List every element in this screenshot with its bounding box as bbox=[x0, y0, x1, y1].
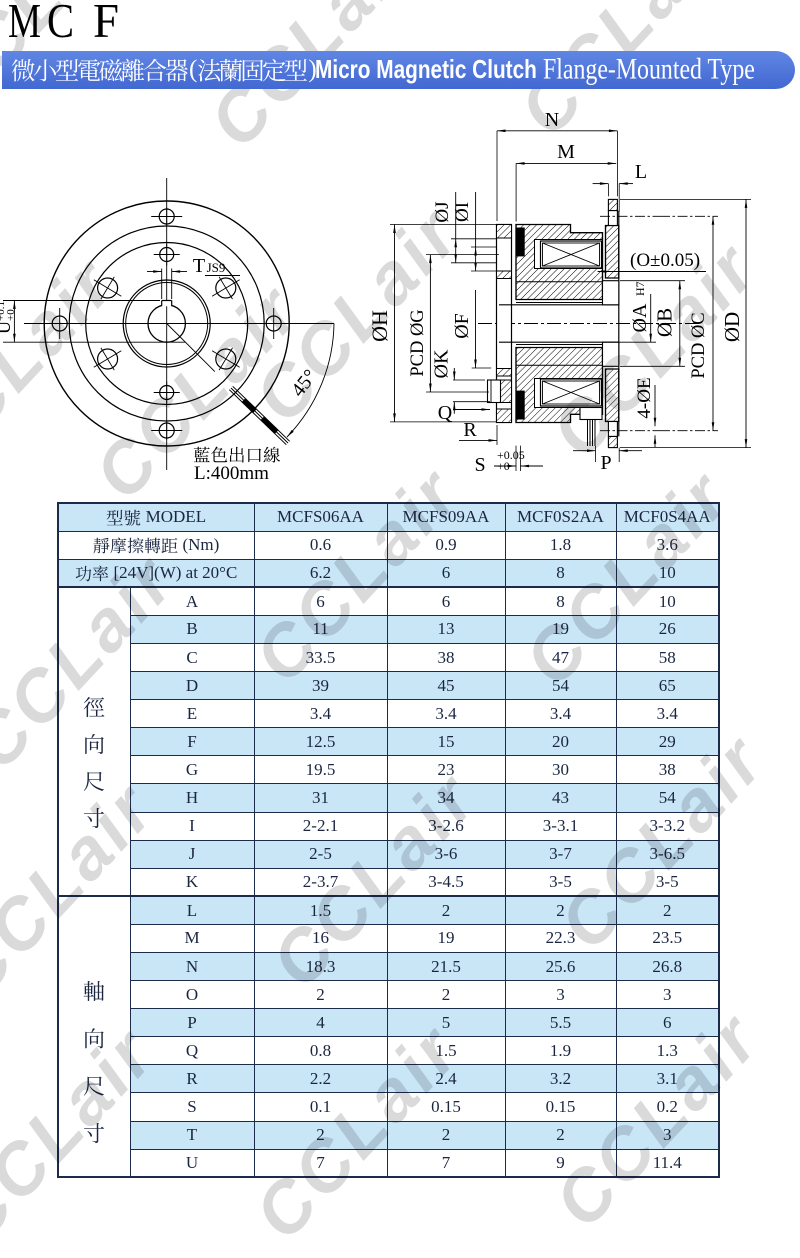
svg-text:R: R bbox=[463, 419, 477, 441]
svg-text:H7: H7 bbox=[633, 281, 647, 296]
svg-text:M: M bbox=[557, 141, 575, 163]
svg-text:L:400mm: L:400mm bbox=[194, 463, 269, 484]
svg-text:F: F bbox=[93, 0, 119, 48]
svg-text:ØB: ØB bbox=[653, 308, 677, 337]
svg-text:N: N bbox=[545, 109, 559, 131]
svg-text:+0.1: +0.1 bbox=[0, 301, 7, 321]
svg-text:ØK: ØK bbox=[431, 349, 453, 378]
svg-text:ØH: ØH bbox=[367, 310, 392, 342]
svg-text:ØF: ØF bbox=[451, 313, 473, 339]
svg-text:U: U bbox=[0, 321, 14, 334]
svg-text:PCD ØG: PCD ØG bbox=[408, 309, 428, 376]
svg-text:+0: +0 bbox=[5, 309, 17, 321]
svg-text:S: S bbox=[474, 454, 485, 476]
svg-text:ØI: ØI bbox=[452, 202, 473, 222]
svg-text:(O±0.05): (O±0.05) bbox=[630, 250, 700, 271]
svg-text:+0.05: +0.05 bbox=[497, 448, 525, 462]
svg-text:Q: Q bbox=[438, 402, 453, 424]
svg-text:ØD: ØD bbox=[720, 312, 744, 342]
svg-text:M: M bbox=[8, 0, 41, 48]
svg-text:+0: +0 bbox=[497, 459, 510, 473]
svg-text:T: T bbox=[193, 255, 205, 277]
svg-text:C: C bbox=[47, 0, 74, 48]
svg-text:PCD ØC: PCD ØC bbox=[689, 312, 709, 378]
svg-text:4-ØE: 4-ØE bbox=[634, 377, 655, 418]
svg-text:JS9: JS9 bbox=[207, 260, 226, 275]
svg-text:ØJ: ØJ bbox=[432, 201, 453, 222]
svg-text:P: P bbox=[600, 452, 611, 474]
svg-text:ØA: ØA bbox=[629, 303, 651, 332]
svg-text:L: L bbox=[635, 161, 647, 183]
